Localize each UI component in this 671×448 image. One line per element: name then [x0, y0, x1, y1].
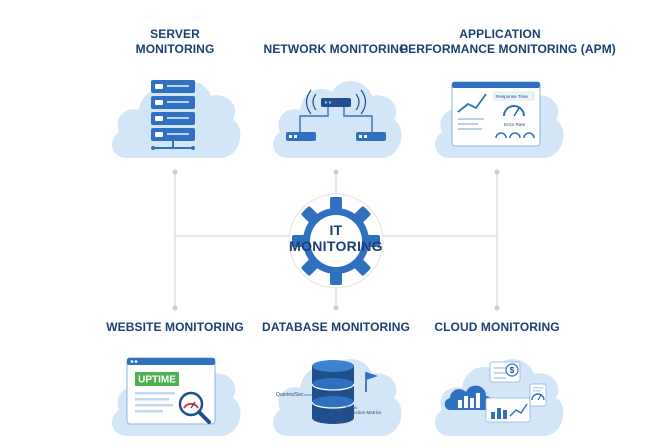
apm-dashboard-icon: Response Time Error Rate — [451, 81, 541, 147]
hub-label-line2: MONITORING — [289, 238, 383, 254]
hub-label: IT MONITORING — [288, 222, 384, 254]
connector-node — [494, 169, 500, 175]
database-cylinder-icon — [311, 360, 355, 424]
server-title-line2: MONITORING — [135, 42, 215, 56]
cloud-title-text: CLOUD MONITORING — [434, 320, 560, 334]
dollar-icon: $ — [510, 366, 515, 375]
cloud-shape — [435, 359, 564, 436]
cloud-dashboard-icon: $ — [444, 361, 547, 423]
metrics-label-line1: Conn — [346, 405, 357, 410]
network-monitoring-title: NETWORK MONITORING — [256, 42, 416, 57]
server-cloud — [112, 80, 241, 158]
it-monitoring-gear-icon — [288, 193, 384, 289]
magnifier-icon — [178, 391, 211, 424]
uptime-badge: UPTIME — [138, 375, 176, 386]
server-title-line1: SERVER — [150, 27, 200, 41]
gear-teeth — [292, 197, 380, 285]
server-rack-icon — [151, 80, 195, 150]
network-cloud — [273, 81, 402, 158]
website-title-text: WEBSITE MONITORING — [106, 320, 244, 334]
server-monitoring-title: SERVER MONITORING — [115, 27, 235, 57]
apm-cloud: Response Time Error Rate — [435, 81, 564, 158]
connector-node — [333, 169, 339, 175]
connector-node — [494, 305, 500, 311]
connector-node — [172, 305, 178, 311]
router-icon — [286, 89, 386, 141]
connector-node — [333, 305, 339, 311]
apm-title-line1: APPLICATION — [459, 27, 541, 41]
metrics-label-line2: Connection Metrics — [342, 410, 382, 415]
connector-node — [172, 169, 178, 175]
cloud-monitoring-cloud: $ — [435, 359, 564, 436]
apm-gauge-label: Error Rate — [504, 122, 526, 127]
apm-title: APPLICATION PERFORMANCE MONITORING (APM) — [400, 27, 616, 57]
network-title-text: NETWORK MONITORING — [263, 42, 409, 56]
queries-label: Queries/Sec — [276, 392, 304, 398]
flag-icon — [365, 372, 378, 392]
cloud-shape — [273, 81, 402, 158]
database-title-text: DATABASE MONITORING — [262, 320, 410, 334]
apm-title-line2: PERFORMANCE MONITORING (APM) — [400, 42, 616, 56]
website-cloud: UPTIME — [112, 357, 241, 436]
database-cloud: Queries/Sec Conn Connection Metrics — [273, 359, 402, 436]
cloud-monitoring-title: CLOUD MONITORING — [422, 320, 572, 335]
hub-label-line1: IT — [329, 222, 343, 238]
apm-panel-label: Response Time — [496, 94, 528, 99]
database-monitoring-title: DATABASE MONITORING — [260, 320, 412, 335]
website-monitoring-title: WEBSITE MONITORING — [100, 320, 250, 335]
